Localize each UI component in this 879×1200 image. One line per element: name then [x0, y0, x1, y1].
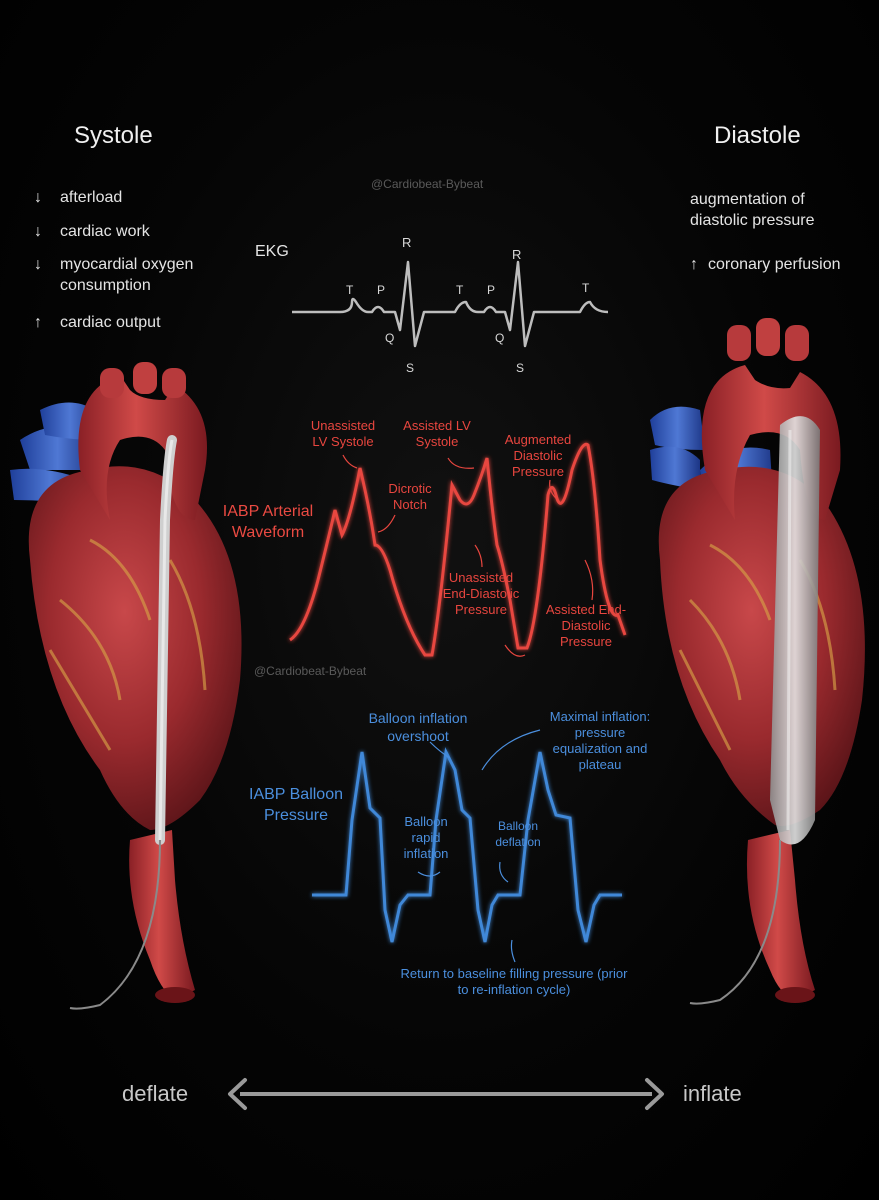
label-inflation-overshoot: Balloon inflation overshoot: [368, 710, 468, 744]
systole-item-cardiac-work: ↓cardiac work: [34, 223, 150, 240]
label-assisted-end-diastolic: Assisted End-Diastolic Pressure: [545, 602, 627, 649]
arrow-up-icon: ↑: [690, 256, 698, 273]
label-rapid-inflation: Balloon rapid inflation: [403, 814, 449, 861]
ekg-p-wave-2: P: [487, 283, 496, 297]
diastole-title: Diastole: [714, 122, 801, 149]
label-maximal-inflation: Maximal inflation: pressure equalization…: [549, 709, 651, 772]
label-augmented-diastolic: Augmented Diastolic Pressure: [504, 432, 572, 479]
ekg-t-wave-2: T: [456, 283, 464, 297]
inflate-label: inflate: [683, 1081, 742, 1106]
ekg-trace: [292, 260, 609, 348]
arrow-down-icon: ↓: [34, 256, 42, 273]
heart-diastole-illustration: [650, 318, 865, 1005]
label-dicrotic-notch: Dicrotic Notch: [388, 481, 432, 512]
arterial-waveform-title: IABP Arterial Waveform: [222, 503, 314, 541]
ekg-s-wave-2: S: [516, 361, 525, 375]
label-return-to-baseline: Return to baseline filling pressure (pri…: [400, 966, 628, 997]
arterial-waveform-trace: [289, 442, 627, 657]
ekg-p-wave-1: P: [377, 283, 386, 297]
ekg-t-wave-1: T: [346, 283, 354, 297]
ekg-r-wave-1: R: [402, 235, 412, 250]
diastole-item-augmentation: augmentation of diastolic pressure: [690, 191, 815, 229]
balloon-pressure-title: IABP Balloon Pressure: [249, 786, 343, 824]
ekg-q-wave-1: Q: [385, 331, 395, 345]
watermark-middle: @Cardiobeat-Bybeat: [254, 664, 367, 678]
deflate-inflate-double-arrow: [228, 1078, 664, 1110]
ekg-r-wave-2: R: [512, 247, 522, 262]
deflate-label: deflate: [122, 1081, 189, 1106]
ekg-t-wave-3: T: [582, 281, 590, 295]
systole-item-oxygen: ↓myocardial oxygen consumption: [34, 256, 194, 294]
balloon-pressure-trace: [312, 747, 622, 943]
label-unassisted-end-diastolic: Unassisted End-Diastolic Pressure: [442, 570, 520, 617]
ekg-q-wave-2: Q: [495, 331, 505, 345]
ekg-label: EKG: [255, 243, 289, 260]
heart-systole-illustration: [10, 362, 242, 1010]
arrow-down-icon: ↓: [34, 189, 42, 206]
diastole-item-coronary: ↑coronary perfusion: [690, 256, 841, 273]
watermark-top: @Cardiobeat-Bybeat: [371, 177, 484, 191]
systole-item-cardiac-output: ↑cardiac output: [34, 314, 161, 331]
label-assisted-systole: Assisted LV Systole: [403, 418, 471, 449]
ekg-s-wave-1: S: [406, 361, 415, 375]
label-unassisted-systole: Unassisted LV Systole: [310, 418, 376, 449]
arrow-up-icon: ↑: [34, 314, 42, 331]
arrow-down-icon: ↓: [34, 223, 42, 240]
systole-item-afterload: ↓afterload: [34, 189, 123, 206]
label-balloon-deflation: Balloon deflation: [495, 819, 541, 849]
systole-title: Systole: [74, 122, 153, 149]
